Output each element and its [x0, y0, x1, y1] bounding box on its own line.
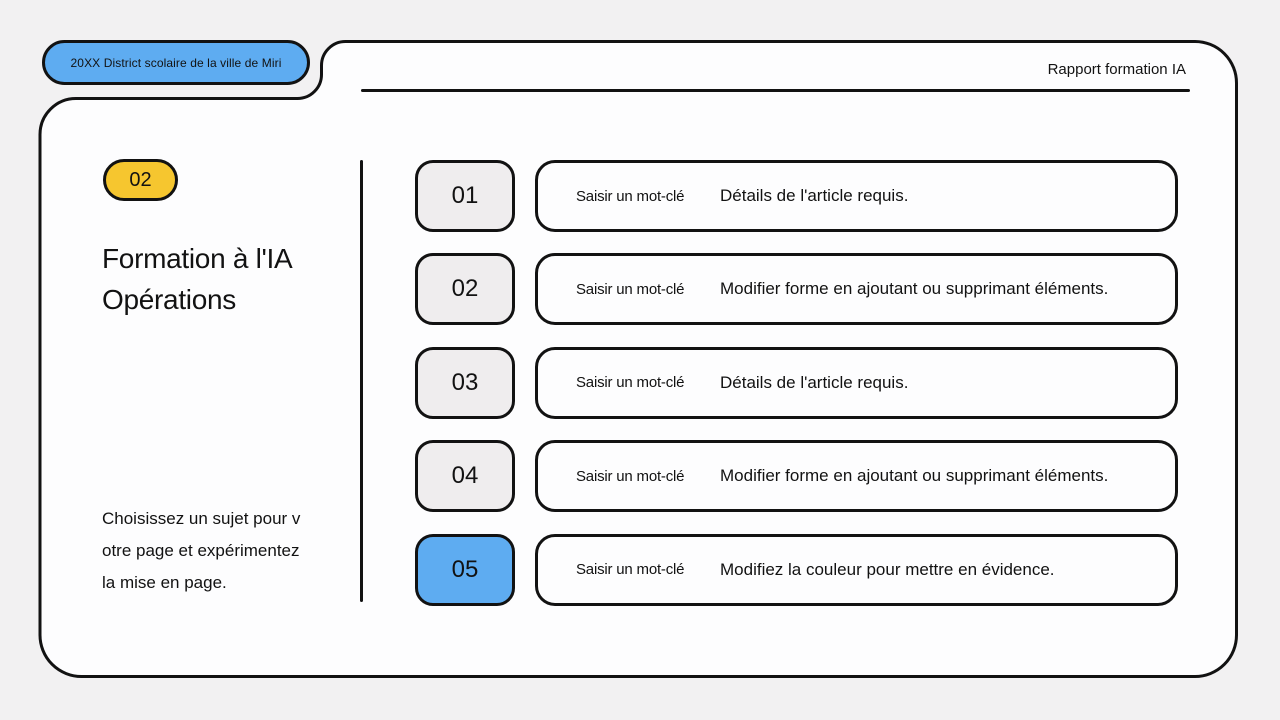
step-number-box[interactable]: 01 [415, 160, 515, 232]
step-row-4: 04 Saisir un mot-clé Modifier forme en a… [415, 440, 1178, 513]
step-number-box-highlighted[interactable]: 05 [415, 533, 515, 606]
keyword-placeholder: Saisir un mot-clé [576, 374, 685, 392]
step-description: Détails de l'article requis. [720, 186, 909, 205]
district-badge-label: 20XX District scolaire de la ville de Mi… [70, 55, 282, 70]
step-row-2: 02 Saisir un mot-clé Modifier forme en a… [415, 253, 1178, 326]
keyword-placeholder: Saisir un mot-clé [576, 467, 685, 485]
keyword-placeholder: Saisir un mot-clé [576, 280, 685, 298]
step-row-3: 03 Saisir un mot-clé Détails de l'articl… [415, 346, 1178, 419]
steps-list: 01 Saisir un mot-clé Détails de l'articl… [415, 160, 1178, 606]
step-number-label: 02 [451, 275, 479, 303]
step-number-label: 03 [451, 368, 479, 396]
step-row-5: 05 Saisir un mot-clé Modifiez la couleur… [415, 533, 1178, 606]
header-underline [361, 89, 1190, 92]
keyword-placeholder: Saisir un mot-clé [576, 561, 685, 579]
keyword-box[interactable]: Saisir un mot-clé Détails de l'article r… [535, 346, 1178, 419]
chapter-number-label: 02 [129, 168, 152, 191]
step-row-1: 01 Saisir un mot-clé Détails de l'articl… [415, 160, 1178, 232]
report-title: Rapport formation IA [1047, 61, 1186, 78]
vertical-divider [360, 160, 363, 602]
step-number-box[interactable]: 02 [415, 253, 515, 326]
step-number-label: 05 [451, 555, 479, 583]
step-number-box[interactable]: 03 [415, 346, 515, 419]
step-description: Détails de l'article requis. [720, 372, 909, 392]
chapter-number-badge[interactable]: 02 [103, 159, 178, 201]
step-description: Modifier forme en ajoutant ou supprimant… [720, 279, 1109, 299]
slide-title: Formation à l'IA Opérations [102, 243, 293, 315]
district-badge[interactable]: 20XX District scolaire de la ville de Mi… [42, 40, 310, 85]
keyword-placeholder: Saisir un mot-clé [576, 187, 685, 205]
step-number-box[interactable]: 04 [415, 440, 515, 513]
slide-note: Choisissez un sujet pour v otre page et … [102, 509, 301, 592]
step-number-label: 04 [451, 462, 479, 490]
step-number-label: 01 [451, 182, 479, 209]
step-description: Modifiez la couleur pour mettre en évide… [720, 559, 1055, 579]
keyword-box[interactable]: Saisir un mot-clé Modifier forme en ajou… [535, 440, 1178, 513]
keyword-box[interactable]: Saisir un mot-clé Modifiez la couleur po… [535, 533, 1178, 606]
keyword-box[interactable]: Saisir un mot-clé Modifier forme en ajou… [535, 253, 1178, 326]
step-description: Modifier forme en ajoutant ou supprimant… [720, 466, 1109, 486]
keyword-box[interactable]: Saisir un mot-clé Détails de l'article r… [535, 160, 1178, 232]
